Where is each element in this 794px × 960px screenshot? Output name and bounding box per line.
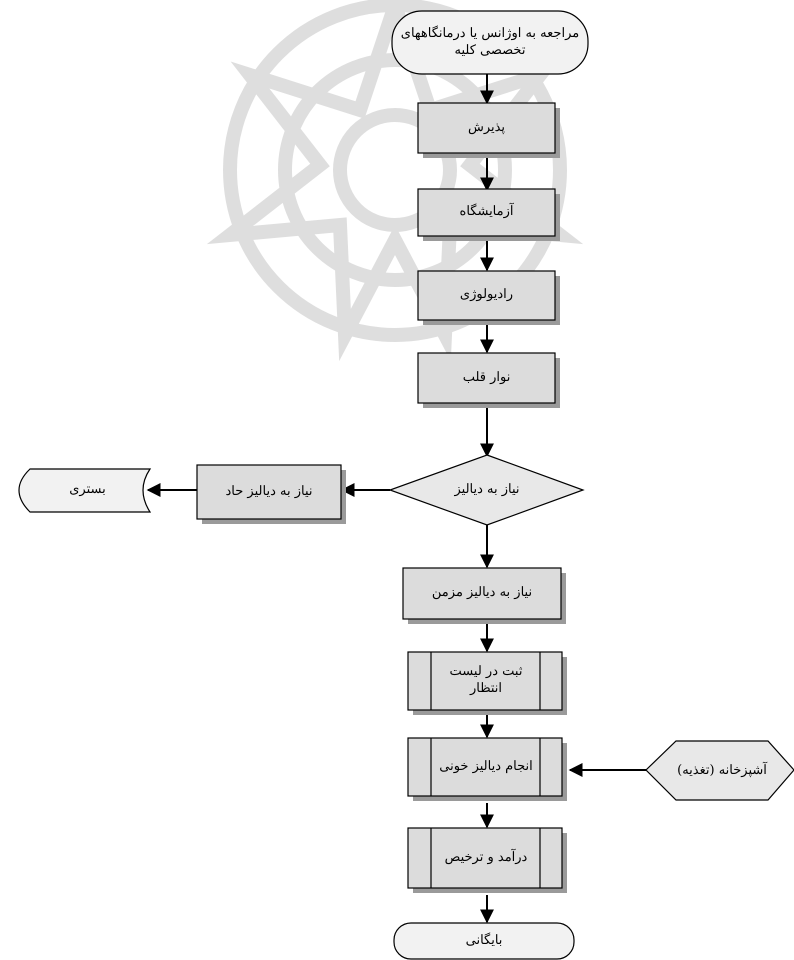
process-dialysis-shape [407,737,567,801]
decision-label: نیاز به دیالیز [454,481,520,497]
decision-diamond-shape [388,454,585,526]
process-discharge-shape [407,827,567,893]
laboratory-label: آزمایشگاه [459,204,514,220]
start-terminal-shape [391,10,589,75]
start-label: مراجعه به اوژانس یا درمانگاههای تخصصی کل… [400,25,580,58]
process-ecg-shape [417,352,560,408]
archive-label: بایگانی [465,932,503,948]
process-chronic-shape [402,567,566,624]
inpatient-label: بستری [69,482,106,498]
kitchen-hexagon-shape [645,740,794,801]
process-lab-shape [417,188,560,241]
process-acute-shape [196,464,346,524]
admission-label: پذیرش [467,119,506,135]
acute-label: نیاز به دیالیز حاد [225,483,313,499]
connectors [146,74,646,924]
inpatient-shape [18,468,152,513]
radiology-label: رادیولوژی [459,287,514,303]
kitchen-label: آشپزخانه (تغذیه) [677,762,767,778]
process-radiology-shape [417,270,560,325]
waitlist-label: ثبت در لیست انتظار [449,664,523,696]
process-waitlist-shape [407,651,567,715]
archive-terminal-shape [393,922,575,960]
hemodialysis-label: انجام دیالیز خونی [439,758,533,774]
chronic-label: نیاز به دیالیز مزمن [431,585,533,601]
ecg-label: نوار قلب [462,369,511,385]
discharge-label: درآمد و ترخیص [444,849,528,865]
process-admission-shape [417,102,560,158]
